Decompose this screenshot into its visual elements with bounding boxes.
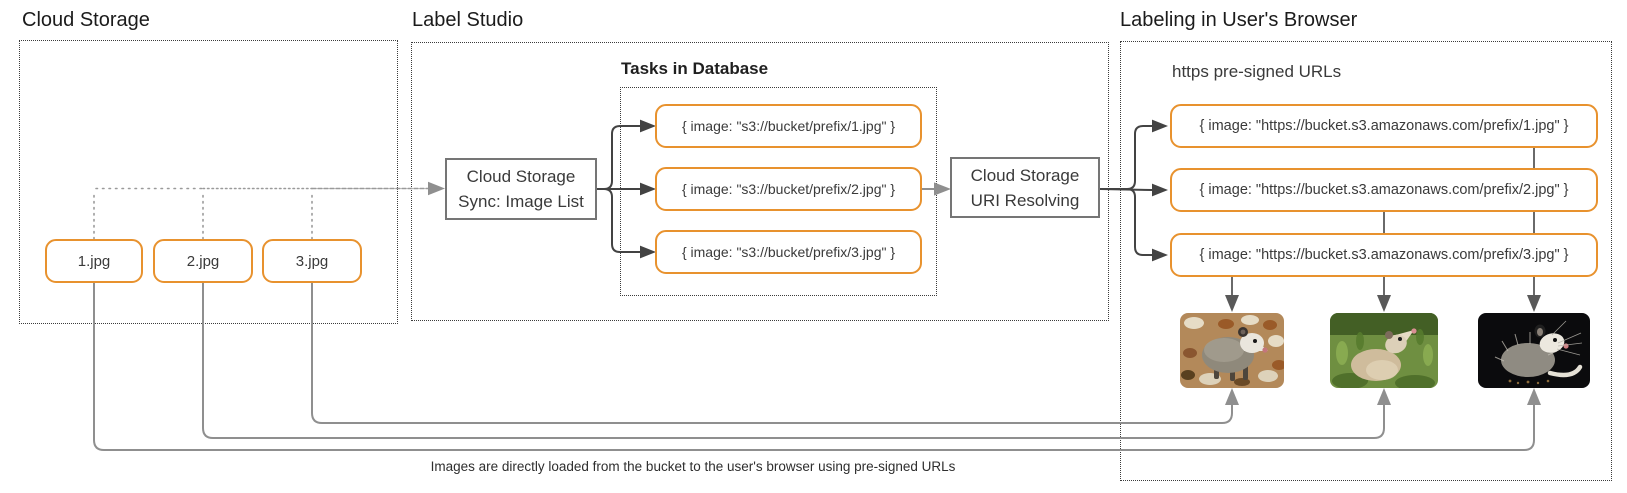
browser-title: Labeling in User's Browser (1120, 9, 1358, 31)
file-box-1jpg: 1.jpg (45, 239, 143, 283)
file-label: 2.jpg (186, 252, 220, 270)
sync-node-line1: Cloud Storage (466, 167, 576, 186)
uri-resolver-line1: Cloud Storage (970, 165, 1080, 185)
cloud-storage-section-frame (19, 40, 398, 324)
sync-to-tasks-arrows (597, 119, 656, 259)
url-box-3: { image: "https://bucket.s3.amazonaws.co… (1170, 233, 1598, 277)
task-box-1: { image: "s3://bucket/prefix/1.jpg" } (655, 104, 922, 148)
browser-section-frame (1120, 41, 1612, 481)
task-json: { image: "s3://bucket/prefix/2.jpg" } (681, 181, 896, 197)
photo-opossum-dark (1478, 313, 1590, 388)
opossum-grass-illustration (1330, 313, 1438, 388)
file-box-3jpg: 3.jpg (262, 239, 362, 283)
task-json: { image: "s3://bucket/prefix/1.jpg" } (681, 118, 896, 134)
files-to-photos-connectors (93, 283, 1541, 451)
file-box-2jpg: 2.jpg (153, 239, 253, 283)
label-studio-title: Label Studio (412, 9, 524, 31)
task-json: { image: "s3://bucket/prefix/3.jpg" } (681, 244, 896, 260)
uri-resolver-line2: URI Resolving (970, 190, 1080, 210)
photo-opossum-leaves (1180, 313, 1284, 388)
url-box-2: { image: "https://bucket.s3.amazonaws.co… (1170, 168, 1598, 212)
url-json: { image: "https://bucket.s3.amazonaws.co… (1199, 182, 1569, 198)
photo-opossum-grass (1330, 313, 1438, 388)
file-label: 1.jpg (77, 252, 111, 270)
tasks-in-database-title: Tasks in Database (621, 59, 769, 78)
url-json: { image: "https://bucket.s3.amazonaws.co… (1199, 118, 1569, 134)
uri-resolver-node: Cloud Storage URI Resolving (950, 157, 1100, 218)
task-box-2: { image: "s3://bucket/prefix/2.jpg" } (655, 167, 922, 211)
resolver-to-urls-arrows (1099, 119, 1168, 262)
task-box-3: { image: "s3://bucket/prefix/3.jpg" } (655, 230, 922, 274)
opossum-dark-illustration (1478, 313, 1590, 388)
label-studio-section-frame (411, 42, 1109, 321)
sync-node: Cloud Storage Sync: Image List (445, 158, 597, 220)
files-to-sync-dotted-connector (93, 181, 445, 240)
bottom-caption: Images are directly loaded from the buck… (430, 459, 956, 474)
cloud-storage-title: Cloud Storage (22, 9, 150, 31)
file-label: 3.jpg (295, 252, 329, 270)
presigned-urls-label: https pre-signed URLs (1172, 62, 1342, 81)
url-box-1: { image: "https://bucket.s3.amazonaws.co… (1170, 104, 1598, 148)
url-json: { image: "https://bucket.s3.amazonaws.co… (1199, 247, 1569, 263)
sync-node-line2: Sync: Image List (458, 192, 584, 211)
task-to-resolver-arrow (922, 182, 951, 196)
opossum-leaves-illustration (1180, 313, 1284, 388)
